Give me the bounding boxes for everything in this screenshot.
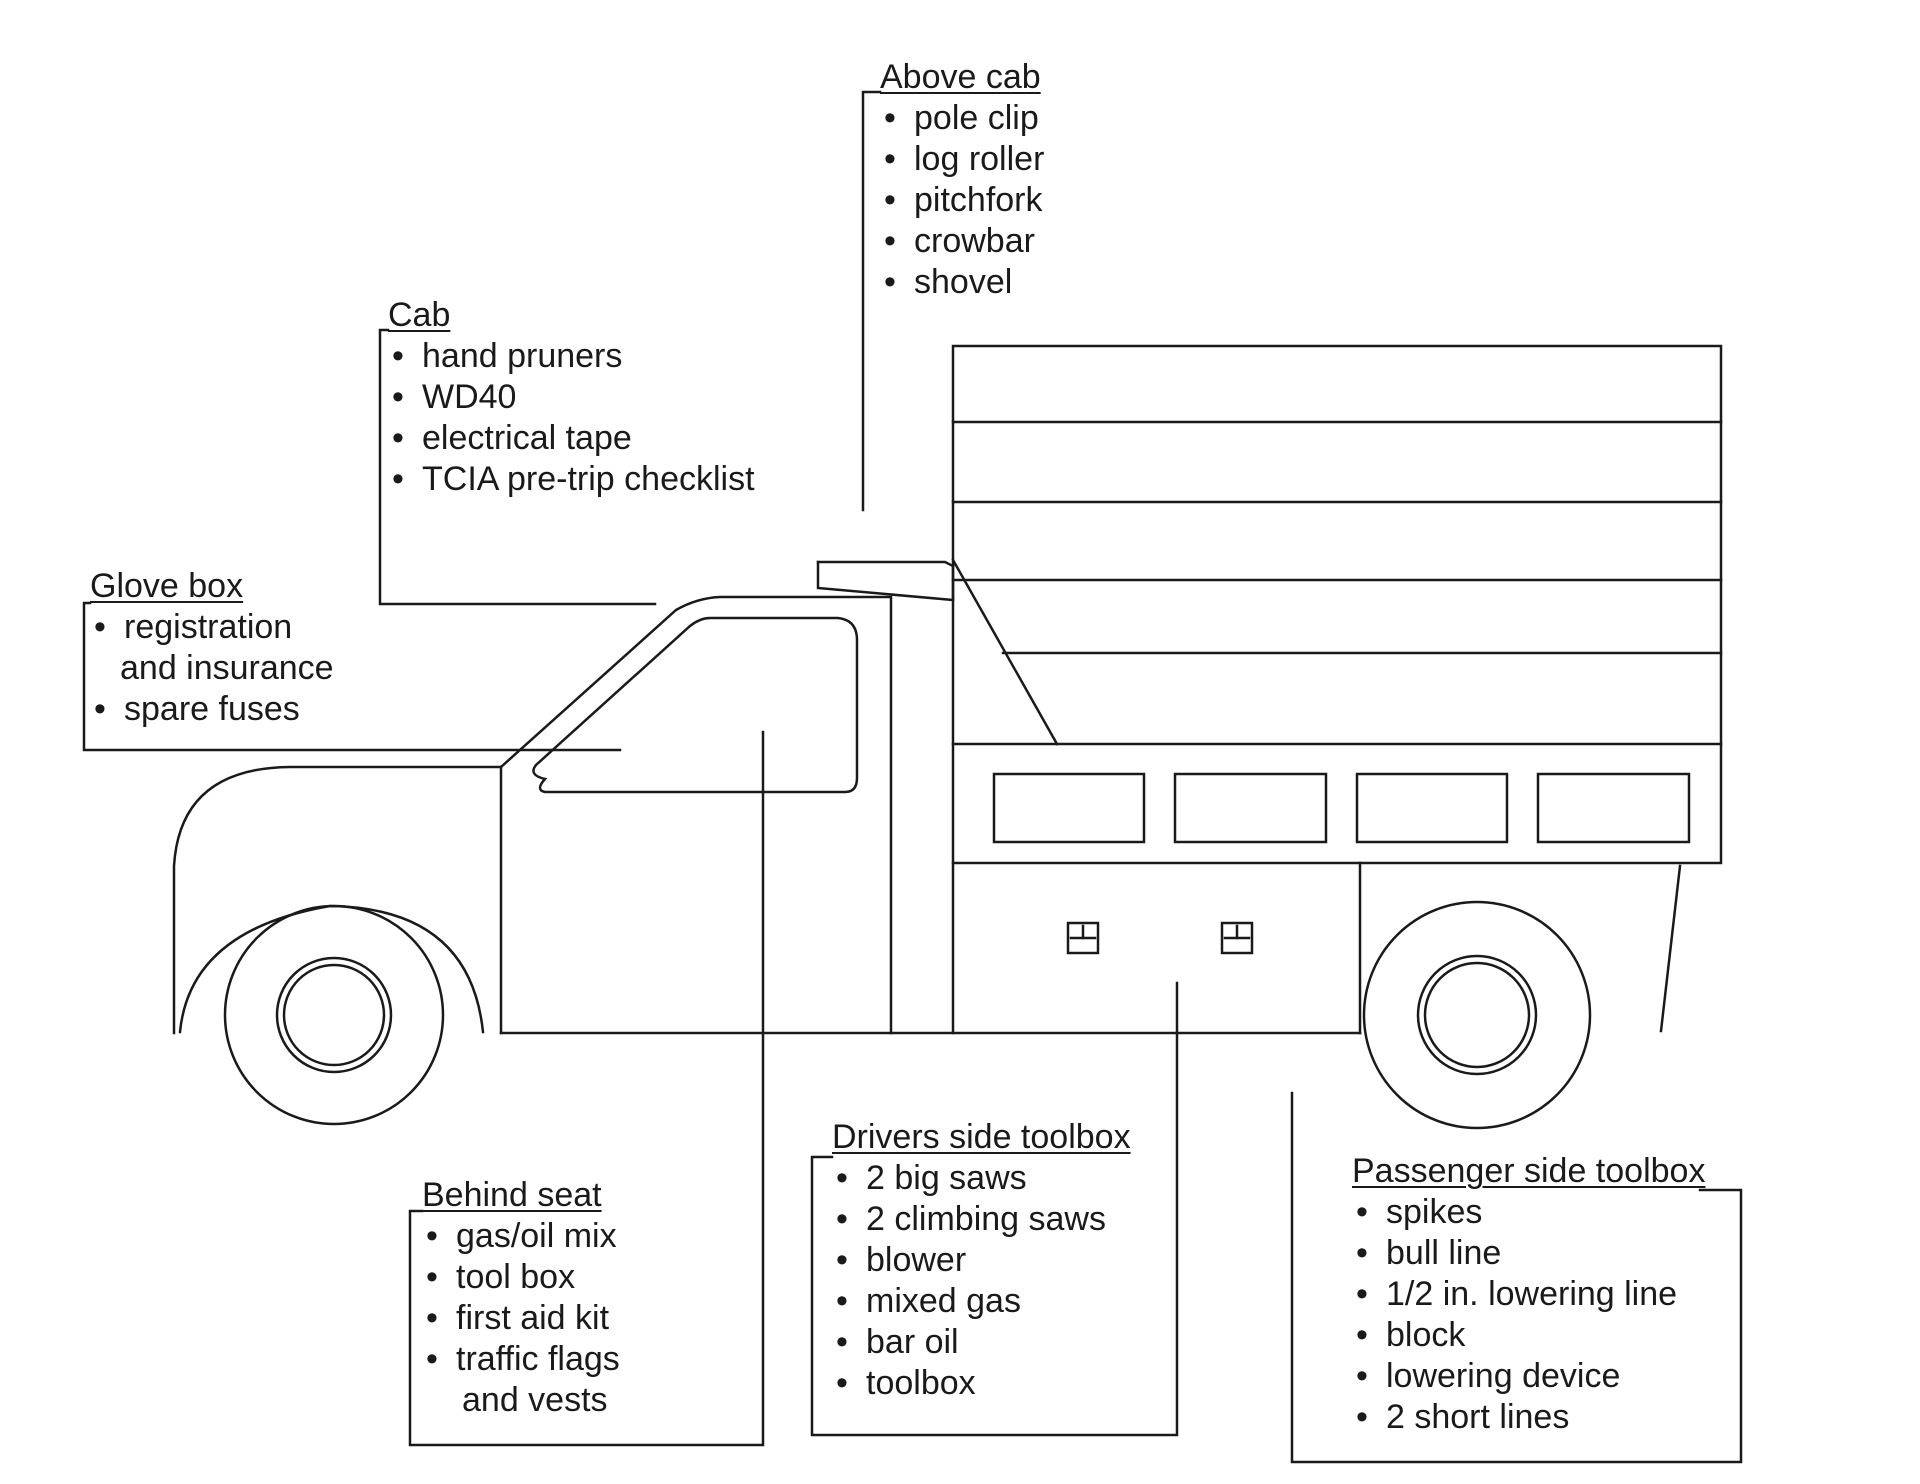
list-item: TCIA pre-trip checklist — [388, 459, 755, 500]
dump-bed — [951, 344, 1723, 865]
list-item: 2 big saws — [832, 1158, 1131, 1199]
list-item: tool box — [422, 1257, 620, 1298]
callout-behind-seat: Behind seat gas/oil mix tool box first a… — [422, 1175, 620, 1421]
toolbox-latch-icon — [1220, 921, 1254, 955]
list-item: lowering device — [1352, 1356, 1705, 1397]
leader-lines — [82, 90, 1743, 1464]
list-item: pole clip — [880, 98, 1044, 139]
item-list: registration and insurance spare fuses — [90, 607, 334, 730]
item-list: pole clip log roller pitchfork crowbar s… — [880, 98, 1044, 303]
item-line-continued: and insurance — [120, 649, 334, 687]
list-item: spare fuses — [90, 689, 334, 730]
callout-title: Passenger side toolbox — [1352, 1152, 1706, 1190]
toolbox — [951, 861, 1362, 1035]
hood-fender — [172, 765, 503, 1035]
list-item: pitchfork — [880, 180, 1044, 221]
callout-cab: Cab hand pruners WD40 electrical tape TC… — [388, 295, 755, 500]
list-item: gas/oil mix — [422, 1216, 620, 1257]
item-line: traffic flags — [456, 1340, 620, 1378]
list-item: blower — [832, 1240, 1131, 1281]
item-line-continued: and vests — [462, 1381, 608, 1419]
rear-wheel — [1362, 900, 1592, 1130]
callout-title: Cab — [388, 296, 451, 334]
list-item: crowbar — [880, 221, 1044, 262]
list-item: bar oil — [832, 1322, 1131, 1363]
callout-title: Glove box — [90, 567, 244, 605]
front-wheel — [223, 904, 445, 1126]
item-line: spare fuses — [124, 690, 300, 728]
list-item: bull line — [1352, 1233, 1705, 1274]
list-item: spikes — [1352, 1192, 1705, 1233]
list-item: traffic flags and vests — [422, 1339, 620, 1421]
item-line: first aid kit — [456, 1299, 610, 1337]
callout-title: Behind seat — [422, 1176, 602, 1214]
item-list: 2 big saws 2 climbing saws blower mixed … — [832, 1158, 1131, 1404]
list-item: 2 climbing saws — [832, 1199, 1131, 1240]
callout-passenger-side-toolbox: Passenger side toolbox spikes bull line … — [1352, 1151, 1705, 1438]
item-line: registration — [124, 608, 293, 646]
list-item: mixed gas — [832, 1281, 1131, 1322]
item-list: spikes bull line 1/2 in. lowering line b… — [1352, 1192, 1705, 1438]
list-item: electrical tape — [388, 418, 755, 459]
item-line: gas/oil mix — [456, 1217, 617, 1255]
callout-above-cab: Above cab pole clip log roller pitchfork… — [880, 57, 1044, 303]
callout-title: Above cab — [880, 58, 1041, 96]
callout-glove-box: Glove box registration and insurance spa… — [90, 566, 334, 730]
list-item: block — [1352, 1315, 1705, 1356]
list-item: WD40 — [388, 377, 755, 418]
item-list: hand pruners WD40 electrical tape TCIA p… — [388, 336, 755, 500]
list-item: registration and insurance — [90, 607, 334, 689]
callout-drivers-side-toolbox: Drivers side toolbox 2 big saws 2 climbi… — [832, 1117, 1131, 1404]
item-list: gas/oil mix tool box first aid kit traff… — [422, 1216, 620, 1421]
list-item: hand pruners — [388, 336, 755, 377]
list-item: toolbox — [832, 1363, 1131, 1404]
bed-side-panels — [992, 772, 1691, 844]
list-item: log roller — [880, 139, 1044, 180]
list-item: 1/2 in. lowering line — [1352, 1274, 1705, 1315]
cab — [499, 560, 955, 1035]
mud-flap — [1659, 864, 1682, 1033]
list-item: shovel — [880, 262, 1044, 303]
toolbox-latch-icon — [1066, 921, 1100, 955]
callout-title: Drivers side toolbox — [832, 1118, 1131, 1156]
item-line: tool box — [456, 1258, 576, 1296]
list-item: first aid kit — [422, 1298, 620, 1339]
list-item: 2 short lines — [1352, 1397, 1705, 1438]
